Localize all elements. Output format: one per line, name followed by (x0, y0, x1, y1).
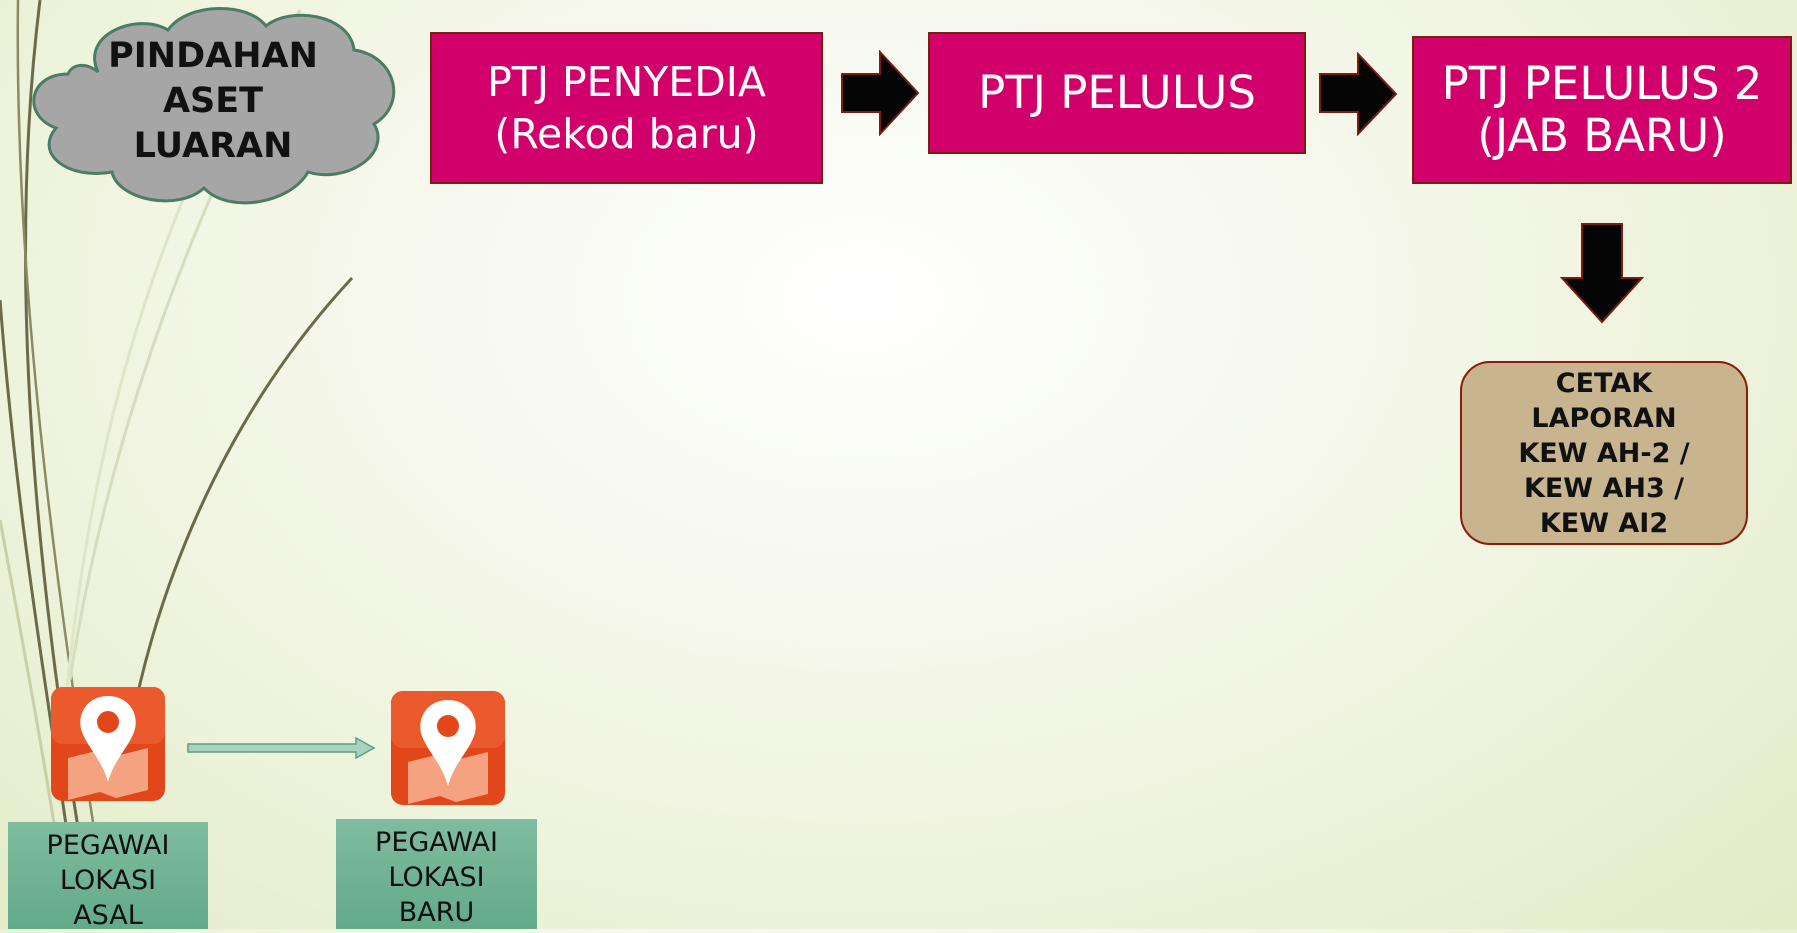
box-line: (JAB BARU) (1477, 109, 1727, 162)
label-line: ASAL (73, 900, 143, 931)
report-line: KEW AH3 / (1523, 472, 1685, 504)
label-line: LOKASI (388, 862, 485, 893)
box-line: PTJ PENYEDIA (487, 58, 766, 106)
label-line: BARU (398, 897, 475, 928)
cloud-line: PINDAHAN (108, 36, 318, 76)
destination-location-label: PEGAWAI LOKASI BARU (336, 819, 537, 929)
report-line: CETAK (1555, 367, 1653, 399)
label-line: PEGAWAI (375, 827, 498, 858)
origin-location-label: PEGAWAI LOKASI ASAL (8, 822, 208, 931)
right-arrow-icon (1319, 52, 1398, 136)
report-line: KEW AH-2 / (1518, 437, 1690, 469)
cloud-title: PINDAHAN ASET LUARAN (88, 34, 338, 169)
cloud-line: ASET (162, 81, 264, 121)
cloud-shape: PINDAHAN ASET LUARAN (28, 4, 404, 208)
cloud-line: LUARAN (133, 126, 293, 166)
flow-box-approver-2: PTJ PELULUS 2 (JAB BARU) (1412, 36, 1792, 184)
right-arrow-icon (841, 50, 920, 136)
box-line: PTJ PELULUS 2 (1441, 57, 1763, 110)
box-line: (Rekod baru) (494, 110, 759, 158)
right-arrow-icon (187, 736, 376, 760)
flow-box-preparer: PTJ PENYEDIA (Rekod baru) (430, 32, 823, 184)
map-pin-icon (391, 691, 505, 805)
box-line: PTJ PELULUS (978, 66, 1256, 119)
label-line: PEGAWAI (46, 830, 170, 861)
down-arrow-icon (1560, 223, 1644, 324)
report-box: CETAK LAPORAN KEW AH-2 / KEW AH3 / KEW A… (1460, 361, 1748, 545)
flow-box-approver: PTJ PELULUS (928, 32, 1306, 154)
map-pin-icon (51, 687, 165, 801)
report-line: LAPORAN (1531, 402, 1677, 434)
report-line: KEW AI2 (1539, 507, 1669, 539)
label-line: LOKASI (59, 865, 157, 896)
